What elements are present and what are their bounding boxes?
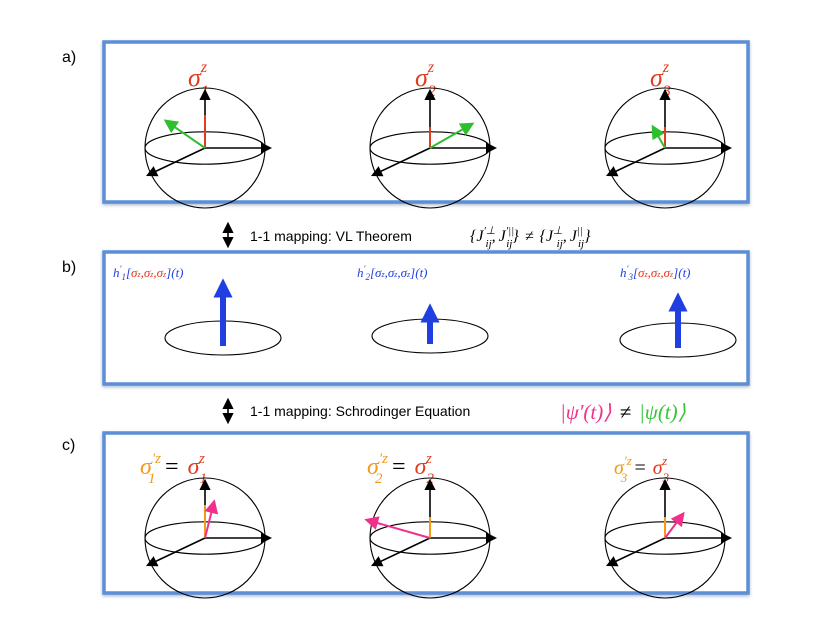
field-2-label: h′2[σz,σz,σz](t) xyxy=(357,264,428,282)
mapping-vl-row: 1-1 mapping: VL Theorem {J′⊥ij,J′||ij}≠{… xyxy=(222,221,591,250)
mapping-vl-text: 1-1 mapping: VL Theorem xyxy=(250,228,412,244)
x-axis xyxy=(605,537,666,567)
panel-b-titles: h′1[σz,σz,σz](t) h′2[σz,σz,σz](t) h′3[σz… xyxy=(113,264,691,282)
spin-vector xyxy=(429,122,475,149)
panel-c-spheres xyxy=(144,477,733,599)
coupling-inequality: {J′⊥ij,J′||ij}≠{J⊥ij,J||ij} xyxy=(470,225,591,250)
panel-a-sphere-2 xyxy=(369,87,498,209)
field-3 xyxy=(619,292,737,358)
panel-b-fields xyxy=(164,278,737,358)
mapping-schrodinger-text: 1-1 mapping: Schrodinger Equation xyxy=(250,403,470,419)
panel-label-b: b) xyxy=(62,259,76,276)
panel-c-sphere-1 xyxy=(144,477,273,599)
panel-label-c: c) xyxy=(62,437,75,454)
field-3-label: h′3[σz,σz,σz](t) xyxy=(620,264,691,282)
x-axis xyxy=(145,537,206,567)
x-axis xyxy=(370,537,431,567)
x-axis xyxy=(605,147,666,177)
panel-a-frame xyxy=(102,40,750,204)
spin-vector xyxy=(163,119,206,149)
panel-c-sphere-3 xyxy=(604,477,733,599)
x-axis xyxy=(145,147,206,177)
spin-vector xyxy=(664,511,685,539)
x-axis xyxy=(370,147,431,177)
field-1-label: h′1[σz,σz,σz](t) xyxy=(113,264,184,282)
panel-a-sphere-3 xyxy=(604,87,733,209)
field-2 xyxy=(371,303,489,354)
field-1 xyxy=(164,278,282,356)
panel-a-sphere-1 xyxy=(144,87,273,209)
panel-c-sphere-2 xyxy=(364,477,498,599)
panel-label-a: a) xyxy=(62,49,76,66)
state-inequality: |ψ′(t)⟩≠|ψ(t)⟩ xyxy=(560,400,686,424)
panel-a-spheres xyxy=(144,87,733,209)
spin-vector xyxy=(651,124,666,149)
spin-vector xyxy=(204,499,219,539)
spin-vector xyxy=(364,516,431,539)
mapping-schrodinger-row: 1-1 mapping: Schrodinger Equation |ψ′(t)… xyxy=(222,397,686,425)
